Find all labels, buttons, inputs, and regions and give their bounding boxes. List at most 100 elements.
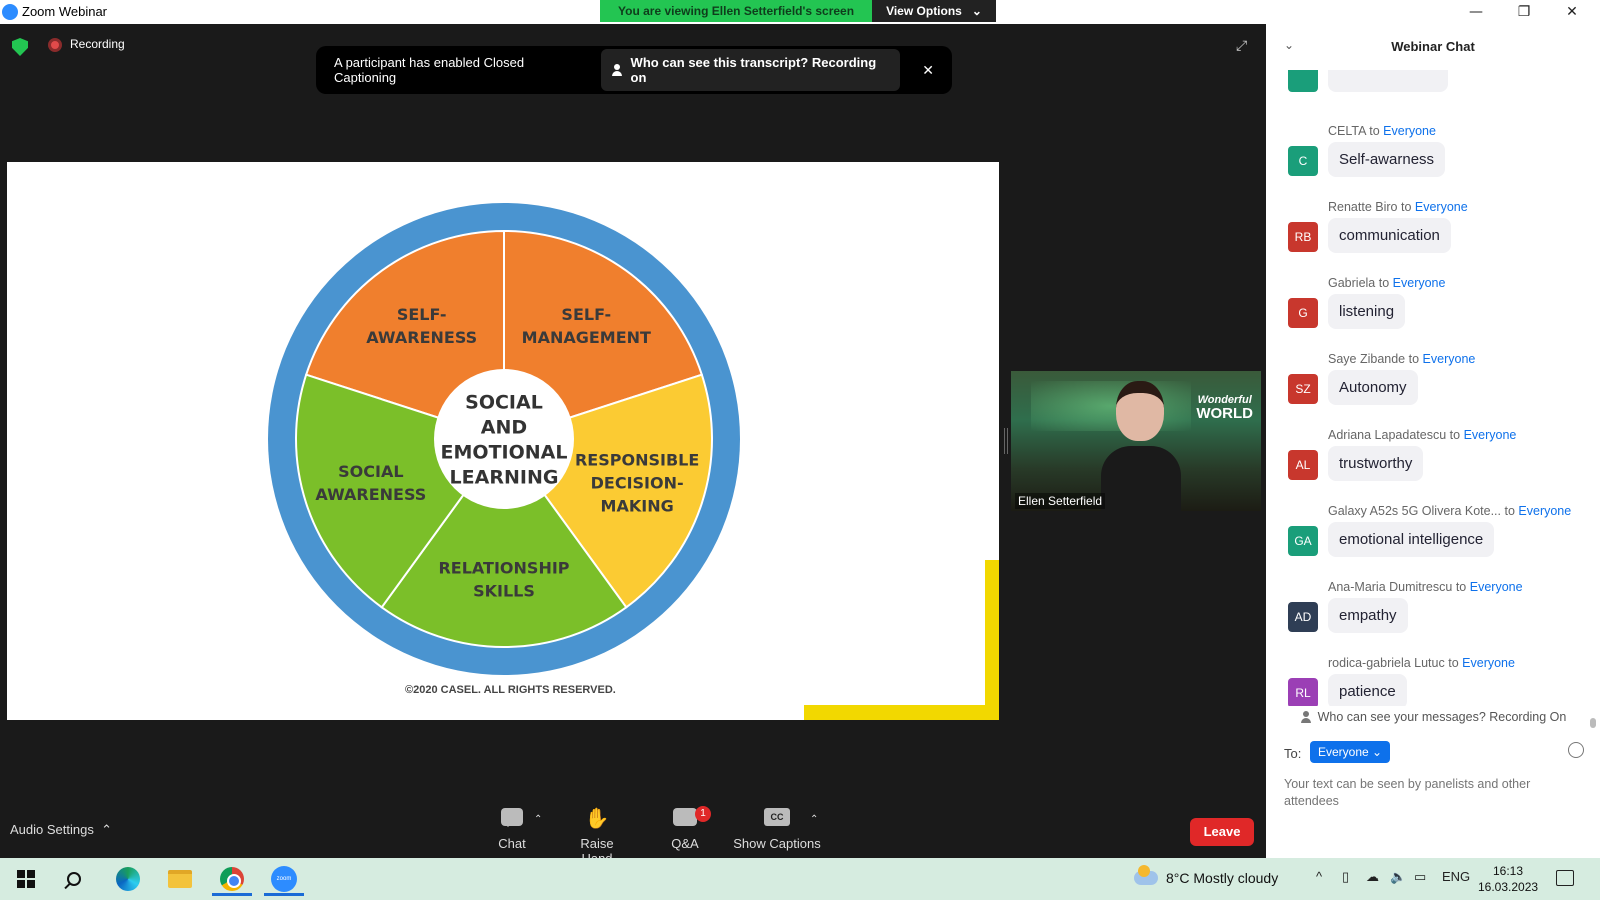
close-cc-banner-button[interactable]: ✕ <box>922 61 934 78</box>
sender-name: Renatte Biro <box>1328 200 1398 214</box>
chat-scrollbar-thumb[interactable] <box>1590 718 1596 728</box>
system-clock[interactable]: 16:13 16.03.2023 <box>1478 863 1538 895</box>
message-bubble[interactable]: Autonomy <box>1328 370 1418 405</box>
zoom-taskbar-button[interactable]: zoom <box>264 862 304 896</box>
wheel-segment-label-line: RELATIONSHIP <box>438 559 569 578</box>
to-word: to <box>1369 124 1380 138</box>
chat-message: RB Renatte Biro to Everyone communication <box>1288 200 1588 270</box>
message-bubble[interactable]: Self-awarness <box>1328 142 1446 177</box>
weather-text: 8°C Mostly cloudy <box>1166 870 1279 886</box>
recipient-name[interactable]: Everyone <box>1422 352 1476 366</box>
recipient-value: Everyone <box>1318 745 1369 759</box>
message-bubble[interactable]: empathy <box>1328 598 1408 633</box>
captions-options-caret-icon[interactable]: ⌃ <box>810 814 819 825</box>
show-captions-button[interactable]: CC Show Captions <box>732 808 822 851</box>
chat-scrollbar[interactable] <box>1590 70 1596 728</box>
message-bubble[interactable]: patience <box>1328 674 1407 706</box>
recipient-name[interactable]: Everyone <box>1383 124 1436 138</box>
wheel-segment-label-line: DECISION- <box>591 473 684 492</box>
message-sender: Gabriela to Everyone <box>1328 276 1445 290</box>
sender-name: Ana-Maria Dumitrescu <box>1328 580 1453 594</box>
windows-icon <box>17 870 35 888</box>
close-button[interactable]: ✕ <box>1566 4 1578 20</box>
to-word: to <box>1448 656 1459 670</box>
chevron-down-icon: ⌄ <box>971 4 982 18</box>
emoji-icon[interactable] <box>1568 742 1584 758</box>
security-shield-icon[interactable] <box>12 38 28 56</box>
message-sender: Galaxy A52s 5G Olivera Kote... to Everyo… <box>1328 504 1571 518</box>
recipient-name[interactable]: Everyone <box>1414 200 1468 214</box>
wonderful-world-logo: Wonderful WORLD <box>1196 393 1253 421</box>
qa-button[interactable]: Q&A <box>664 808 706 851</box>
message-bubble[interactable] <box>1328 70 1448 92</box>
message-sender: Ana-Maria Dumitrescu to Everyone <box>1328 580 1523 594</box>
zoom-icon: zoom <box>271 866 297 892</box>
resize-handle[interactable] <box>1004 428 1008 454</box>
minimize-button[interactable]: — <box>1469 4 1483 20</box>
message-sender: rodica-gabriela Lutuc to Everyone <box>1328 656 1515 670</box>
notifications-icon[interactable] <box>1556 870 1574 886</box>
chrome-taskbar-button[interactable] <box>212 862 252 896</box>
who-can-see-messages-link[interactable]: Who can see your messages? Recording On <box>1266 710 1600 724</box>
collapse-chevron-icon[interactable]: ⌄ <box>1284 38 1295 52</box>
device-icon[interactable]: ▯ <box>1342 869 1350 884</box>
battery-icon[interactable]: ▭ <box>1414 869 1427 884</box>
to-word: to <box>1504 504 1515 518</box>
qa-label: Q&A <box>671 836 699 851</box>
person-icon <box>611 64 623 76</box>
file-explorer-taskbar-button[interactable] <box>160 862 200 896</box>
sender-name: rodica-gabriela Lutuc <box>1328 656 1445 670</box>
chevron-up-icon[interactable]: ^ <box>1316 869 1323 884</box>
wheel-segment-label-line: AWARENESS <box>315 485 426 504</box>
message-bubble[interactable]: emotional intelligence <box>1328 522 1495 557</box>
sender-name: Adriana Lapadatescu <box>1328 428 1447 442</box>
chat-button[interactable]: Chat <box>488 808 536 851</box>
cc-icon: CC <box>764 808 790 826</box>
recipient-name[interactable]: Everyone <box>1392 276 1446 290</box>
recipient-select[interactable]: Everyone ⌄ <box>1310 741 1391 763</box>
to-label: To: <box>1284 746 1302 761</box>
restore-button[interactable]: ❐ <box>1517 4 1531 20</box>
transcript-visibility-button[interactable]: Who can see this transcript? Recording o… <box>600 49 901 91</box>
leave-button[interactable]: Leave <box>1190 818 1254 846</box>
edge-taskbar-button[interactable] <box>108 862 148 896</box>
video-tile[interactable]: Wonderful WORLD Ellen Setterfield <box>1011 371 1261 511</box>
brand-line-1: Wonderful <box>1197 394 1252 406</box>
recipient-name[interactable]: Everyone <box>1469 580 1523 594</box>
taskbar: zoom 8°C Mostly cloudy ^ ▯ ☁ 🔈 ▭ ENG 16:… <box>0 858 1600 900</box>
participant-video <box>1101 381 1181 511</box>
message-bubble[interactable]: communication <box>1328 218 1451 253</box>
video-background <box>1031 381 1191 431</box>
folder-icon <box>168 870 192 888</box>
message-bubble[interactable]: listening <box>1328 294 1406 329</box>
wheel-segment-label: SELF-MANAGEMENT <box>522 305 651 347</box>
viewing-banner-text: You are viewing Ellen Setterfield's scre… <box>600 0 873 22</box>
audio-settings-button[interactable]: Audio Settings ⌃ <box>10 822 112 838</box>
recipient-name[interactable]: Everyone <box>1462 656 1515 670</box>
input-language[interactable]: ENG <box>1442 869 1471 884</box>
chat-message-input[interactable] <box>1284 776 1574 810</box>
volume-icon[interactable]: 🔈 <box>1390 869 1407 884</box>
weather-widget[interactable]: 8°C Mostly cloudy <box>1134 865 1279 886</box>
expand-icon[interactable]: ⤢ <box>1236 38 1248 54</box>
avatar: SZ <box>1288 374 1318 404</box>
recipient-name[interactable]: Everyone <box>1463 428 1517 442</box>
start-button[interactable] <box>6 862 46 896</box>
recipient-name[interactable]: Everyone <box>1518 504 1572 518</box>
to-word: to <box>1449 428 1461 442</box>
view-options-button[interactable]: View Options ⌄ <box>872 0 996 22</box>
to-word: to <box>1400 200 1412 214</box>
qa-icon <box>673 808 697 826</box>
window-title: Zoom Webinar <box>22 4 108 19</box>
message-bubble[interactable]: trustworthy <box>1328 446 1424 481</box>
chat-options-caret-icon[interactable]: ⌃ <box>534 814 543 825</box>
avatar: RB <box>1288 222 1318 252</box>
onedrive-cloud-icon[interactable]: ☁ <box>1366 869 1379 884</box>
slide-yellow-accent-vertical <box>985 560 999 720</box>
to-word: to <box>1408 352 1420 366</box>
search-button[interactable] <box>54 862 94 896</box>
